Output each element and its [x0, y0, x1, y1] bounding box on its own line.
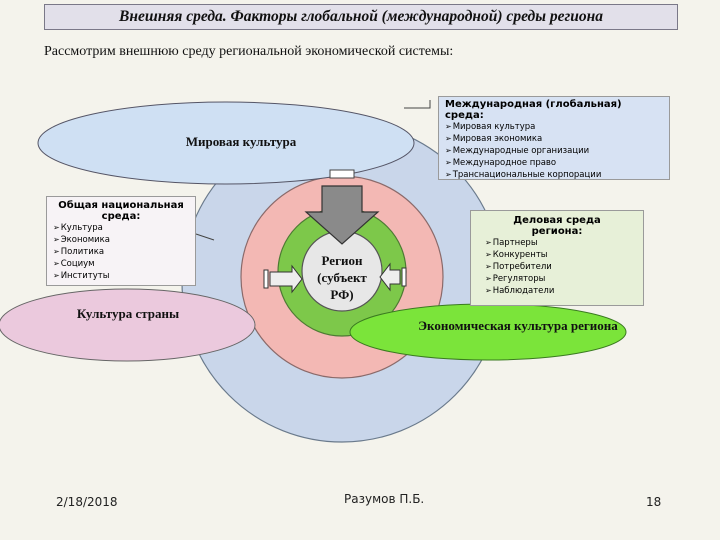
- region-center-label-line2: (субъект: [317, 270, 367, 285]
- national-list: Культура Экономика Политика Социум Инсти…: [53, 222, 189, 282]
- list-item: Партнеры: [485, 237, 633, 249]
- country-culture-label: Культура страны: [77, 306, 179, 321]
- list-item: Наблюдатели: [485, 285, 633, 297]
- global-influence-arrow: [304, 169, 380, 245]
- business-heading-line2: региона:: [531, 226, 583, 237]
- list-item: Транснациональные корпорации: [445, 169, 663, 181]
- list-item: Институты: [53, 270, 189, 282]
- list-item: Конкуренты: [485, 249, 633, 261]
- international-heading: Международная (глобальная) среда:: [445, 99, 622, 121]
- business-list: Партнеры Конкуренты Потребители Регулято…: [481, 237, 633, 297]
- national-influence-arrow: [263, 264, 303, 294]
- footer-date: 2/18/2018: [56, 495, 118, 509]
- list-item: Международные организации: [445, 145, 663, 157]
- international-environment-box: Международная (глобальная) среда: Мирова…: [438, 96, 670, 180]
- list-item: Регуляторы: [485, 273, 633, 285]
- intl-connector: [404, 100, 431, 109]
- list-item: Политика: [53, 246, 189, 258]
- list-item: Культура: [53, 222, 189, 234]
- list-item: Потребители: [485, 261, 633, 273]
- business-heading-line1: Деловая среда: [513, 215, 601, 226]
- world-culture-label: Мировая культура: [186, 134, 297, 149]
- economic-culture-label: Экономическая культура региона: [418, 318, 618, 333]
- slide-title: Внешняя среда. Факторы глобальной (между…: [44, 4, 678, 30]
- footer-author: Разумов П.Б.: [344, 492, 425, 506]
- region-center-label-line1: Регион: [322, 253, 363, 268]
- list-item: Мировая культура: [445, 121, 663, 133]
- list-item: Экономика: [53, 234, 189, 246]
- national-heading-line1: Общая национальная: [58, 200, 184, 211]
- list-item: Социум: [53, 258, 189, 270]
- region-center-label-line3: РФ): [330, 287, 353, 302]
- business-environment-box: Деловая среда региона: Партнеры Конкурен…: [470, 210, 644, 306]
- business-influence-arrow: [379, 262, 407, 292]
- natl-connector: [195, 233, 215, 241]
- list-item: Международное право: [445, 157, 663, 169]
- intro-text: Рассмотрим внешнюю среду региональной эк…: [44, 44, 454, 59]
- country-culture-ellipse: [0, 288, 256, 362]
- world-culture-ellipse: [37, 101, 415, 185]
- list-item: Мировая экономика: [445, 133, 663, 145]
- footer-page-number: 18: [646, 495, 662, 509]
- international-list: Мировая культура Мировая экономика Между…: [445, 121, 663, 181]
- national-environment-box: Общая национальная среда: Культура Эконо…: [46, 196, 196, 286]
- national-heading-line2: среда:: [101, 211, 141, 222]
